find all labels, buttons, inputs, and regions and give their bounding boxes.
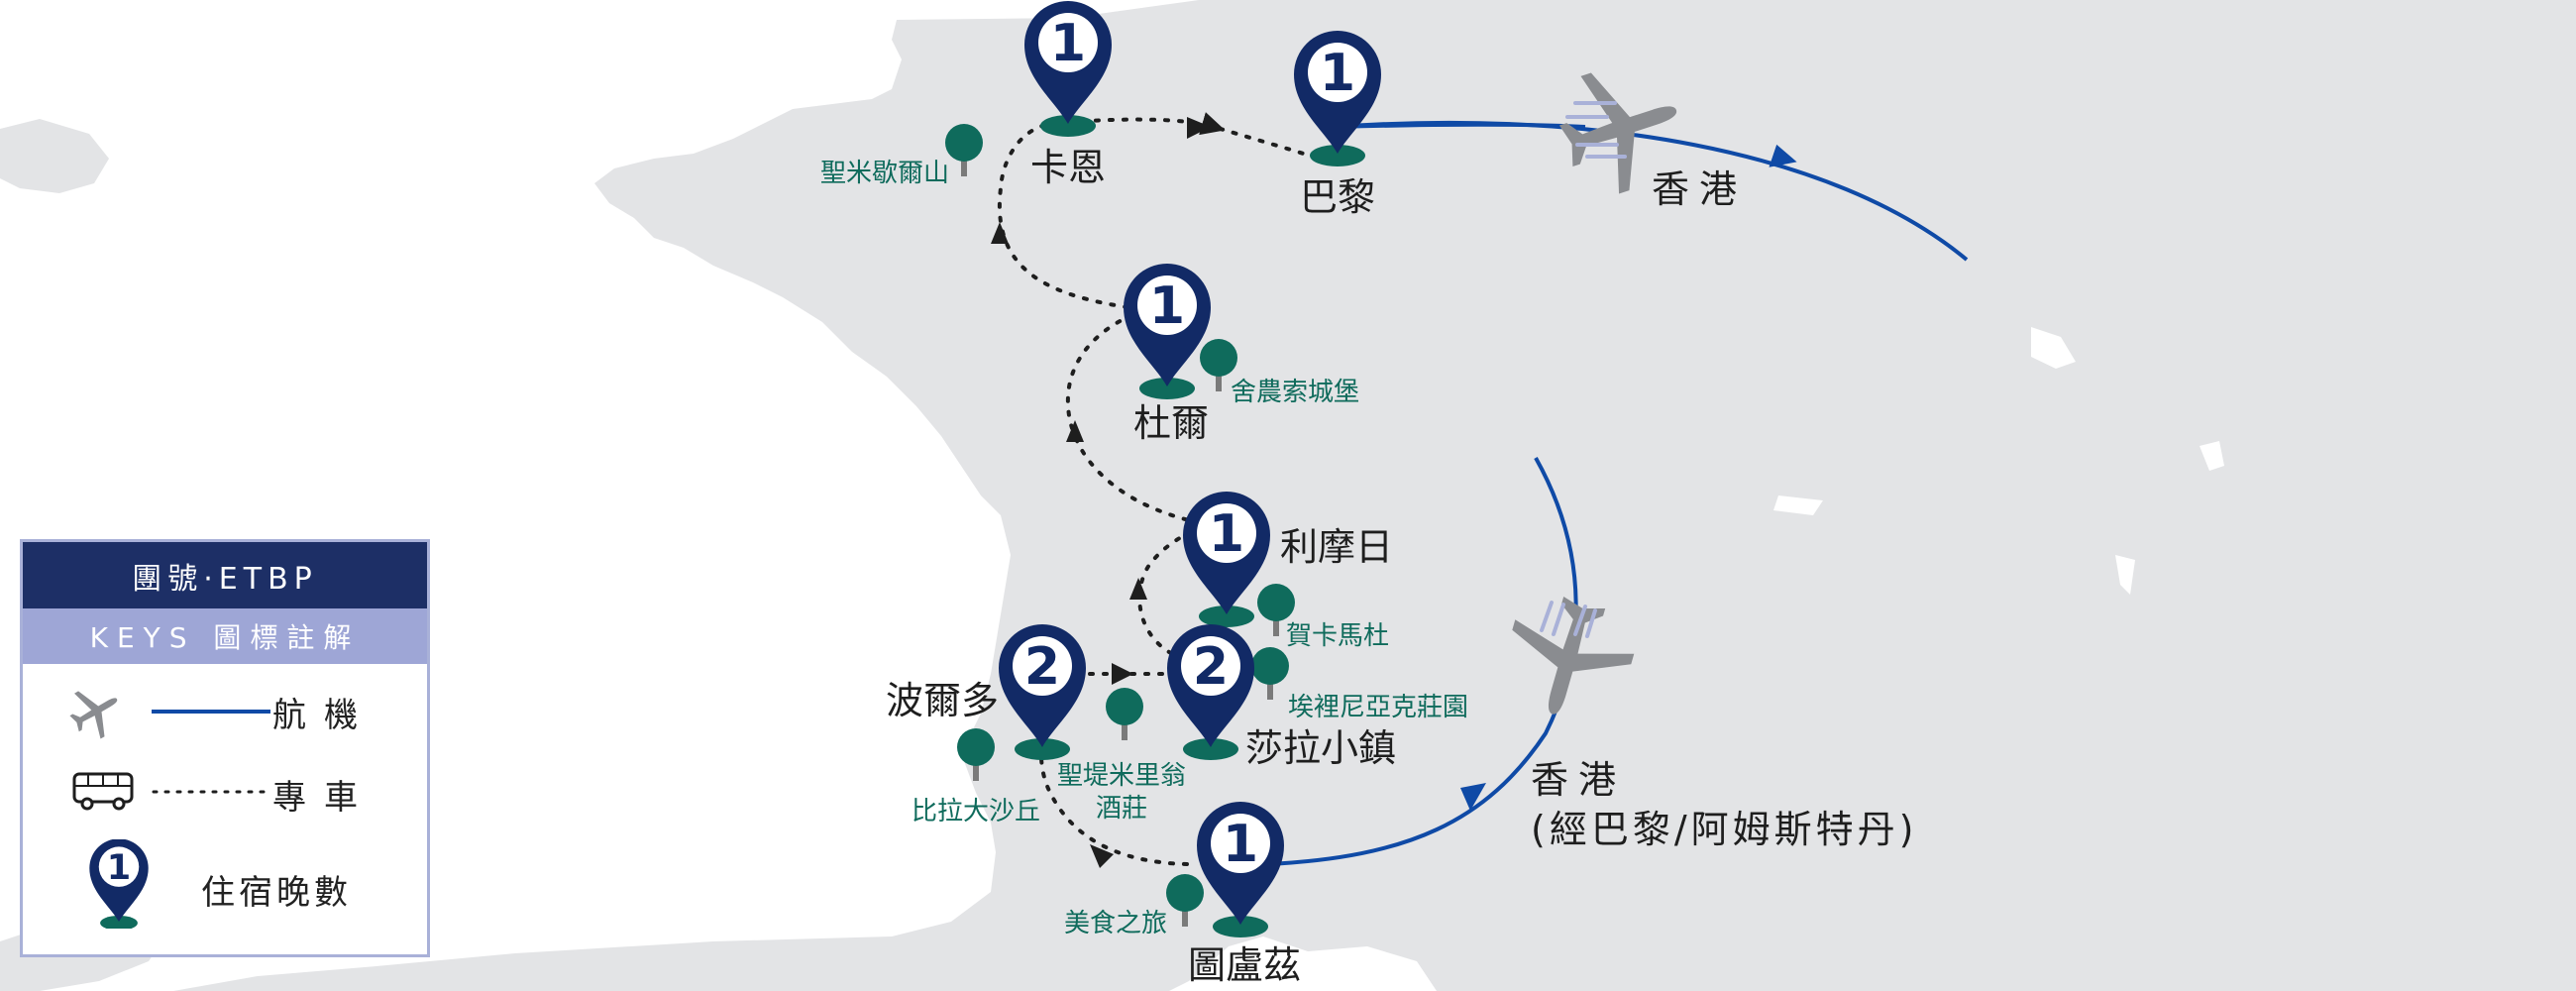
nights-toulouse: 1 (1223, 815, 1258, 874)
attraction-food-tour: 美食之旅 (1064, 909, 1167, 938)
city-label-caen: 卡恩 (1030, 146, 1106, 189)
city-label-hongkong-via: (經巴黎/阿姆斯特丹) (1531, 808, 1917, 851)
flight-arrow-top (1769, 144, 1797, 167)
map-pin-caen: 1 (1024, 1, 1112, 137)
attraction-eyrignac: 埃裡尼亞克莊園 (1288, 693, 1468, 722)
map-pin-tours: 1 (1124, 264, 1211, 399)
legend-row-coach: 專車 (23, 758, 427, 827)
city-label-bordeaux: 波爾多 (886, 679, 999, 722)
keys-title: KEYS 圖標註解 (23, 608, 427, 664)
map-pin-toulouse: 1 (1197, 802, 1284, 937)
nights-bordeaux: 2 (1024, 637, 1060, 697)
city-label-sarlat: 莎拉小鎮 (1245, 726, 1396, 770)
attraction-st-emilion: 聖堤米里翁 (1057, 761, 1186, 791)
lakes (1773, 327, 2224, 595)
flight-route-return (1267, 457, 1578, 866)
city-label-hongkong-top: 香港 (1652, 167, 1747, 211)
nights-sarlat: 2 (1193, 637, 1229, 697)
legend-nights-sample: 1 (107, 847, 131, 888)
legend-flight-label: 航機 (272, 696, 376, 735)
city-label-toulouse: 圖盧茲 (1188, 943, 1301, 987)
map-pin-bordeaux: 2 (999, 624, 1086, 760)
legend-row-nights: 1 住宿晚數 (23, 839, 427, 929)
flight-arrow-bottom (1460, 783, 1486, 811)
map-pin-limoges: 1 (1183, 492, 1270, 627)
attraction-st-emilion-2: 酒莊 (1096, 794, 1147, 824)
legend-panel: 團號·ETBP KEYS 圖標註解 航機 專車 1 (20, 539, 430, 957)
tour-code: 團號·ETBP (23, 542, 427, 608)
airplane-icon (60, 676, 131, 745)
nights-tours: 1 (1149, 276, 1185, 336)
flight-route-paris (1337, 122, 1586, 129)
airplane-speed-lines (1540, 601, 1597, 638)
map-pin-sarlat: 2 (1167, 624, 1254, 760)
legend-row-flight: 航機 (23, 676, 427, 745)
attraction-pilat: 比拉大沙丘 (912, 797, 1040, 826)
nights-caen: 1 (1050, 14, 1086, 73)
airplane-speed-lines (1565, 101, 1627, 159)
nights-limoges: 1 (1209, 504, 1244, 564)
map-pin-paris: 1 (1294, 31, 1381, 166)
map-pin-icon: 1 (89, 839, 149, 929)
coach-arrows (991, 117, 1211, 868)
city-label-limoges: 利摩日 (1280, 525, 1393, 569)
attraction-mont-st-michel: 聖米歇爾山 (820, 159, 949, 188)
bus-icon (72, 772, 134, 811)
nights-paris: 1 (1320, 44, 1355, 103)
legend-coach-label: 專車 (272, 778, 376, 818)
legend-nights-label: 住宿晚數 (201, 873, 352, 913)
city-label-hongkong-bottom: 香港 (1531, 758, 1626, 802)
attraction-rocamadour: 賀卡馬杜 (1286, 621, 1389, 651)
coach-line-sample (152, 790, 270, 794)
city-label-tours: 杜爾 (1133, 401, 1209, 445)
city-label-paris: 巴黎 (1300, 175, 1375, 219)
flight-line-sample (152, 710, 270, 714)
attraction-chenonceau: 舍農索城堡 (1231, 378, 1359, 407)
